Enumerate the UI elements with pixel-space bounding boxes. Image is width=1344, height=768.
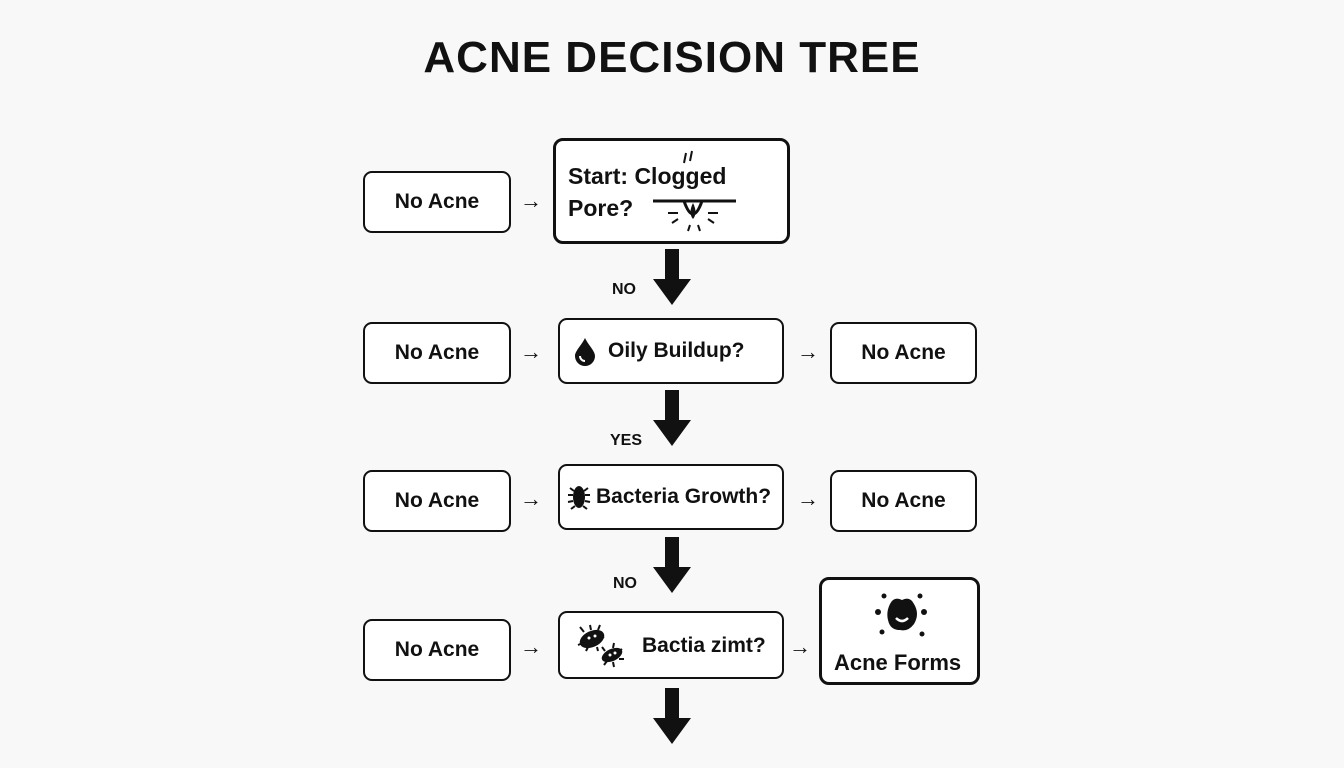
arrow-right-icon: → [520, 634, 542, 659]
branch-label-no: NO [613, 575, 637, 592]
node-label: No Acne [394, 489, 480, 512]
arrow-right-icon: → [520, 486, 542, 511]
no-acne-node-row1-left: No Acne [363, 171, 511, 233]
no-acne-node-row2-right: No Acne [830, 322, 977, 384]
down-arrow-icon [653, 249, 691, 305]
arrow-right-icon: → [520, 188, 542, 213]
acne-forms-node: Acne Forms [819, 577, 980, 685]
node-label: Oily Buildup? [608, 339, 745, 362]
arrow-right-icon: → [797, 486, 819, 511]
branch-label-yes: YES [610, 432, 643, 449]
node-label: Bacteria Growth? [596, 485, 772, 508]
node-label: No Acne [394, 190, 480, 213]
clogged-pore-icon [653, 150, 736, 232]
bactia-zimt-node: Bactia zimt? [558, 611, 784, 679]
no-acne-node-row3-right: No Acne [830, 470, 977, 532]
oily-buildup-node: Oily Buildup? [558, 318, 784, 384]
node-label: Acne Forms [834, 650, 962, 675]
bacteria-growth-node: Bacteria Growth? [558, 464, 784, 530]
arrow-right-icon: → [789, 634, 811, 659]
arrow-right-icon: → [520, 339, 542, 364]
node-label: No Acne [394, 341, 480, 364]
branch-label-no: NO [612, 281, 636, 298]
page-title: ACNE DECISION TREE [423, 33, 921, 82]
down-arrow-icon [653, 390, 691, 446]
bacteria-cluster-icon [577, 624, 624, 668]
oil-drop-icon [575, 338, 595, 366]
down-arrow-icon [653, 537, 691, 593]
bacterium-icon [567, 486, 591, 510]
acne-blemish-icon [875, 593, 927, 637]
start-label-line2: Pore? [568, 195, 634, 221]
node-label: No Acne [861, 489, 946, 512]
down-arrow-icon [653, 688, 691, 744]
start-label-line1: Start: Clogged [568, 163, 727, 189]
no-acne-node-row2-left: No Acne [363, 322, 511, 384]
node-label: No Acne [861, 341, 946, 364]
node-label: No Acne [394, 638, 480, 661]
start-clogged-pore-node: Start: Clogged Pore? [553, 138, 790, 244]
arrow-right-icon: → [797, 339, 819, 364]
no-acne-node-row3-left: No Acne [363, 470, 511, 532]
node-label: Bactia zimt? [642, 634, 766, 657]
no-acne-node-row4-left: No Acne [363, 619, 511, 681]
